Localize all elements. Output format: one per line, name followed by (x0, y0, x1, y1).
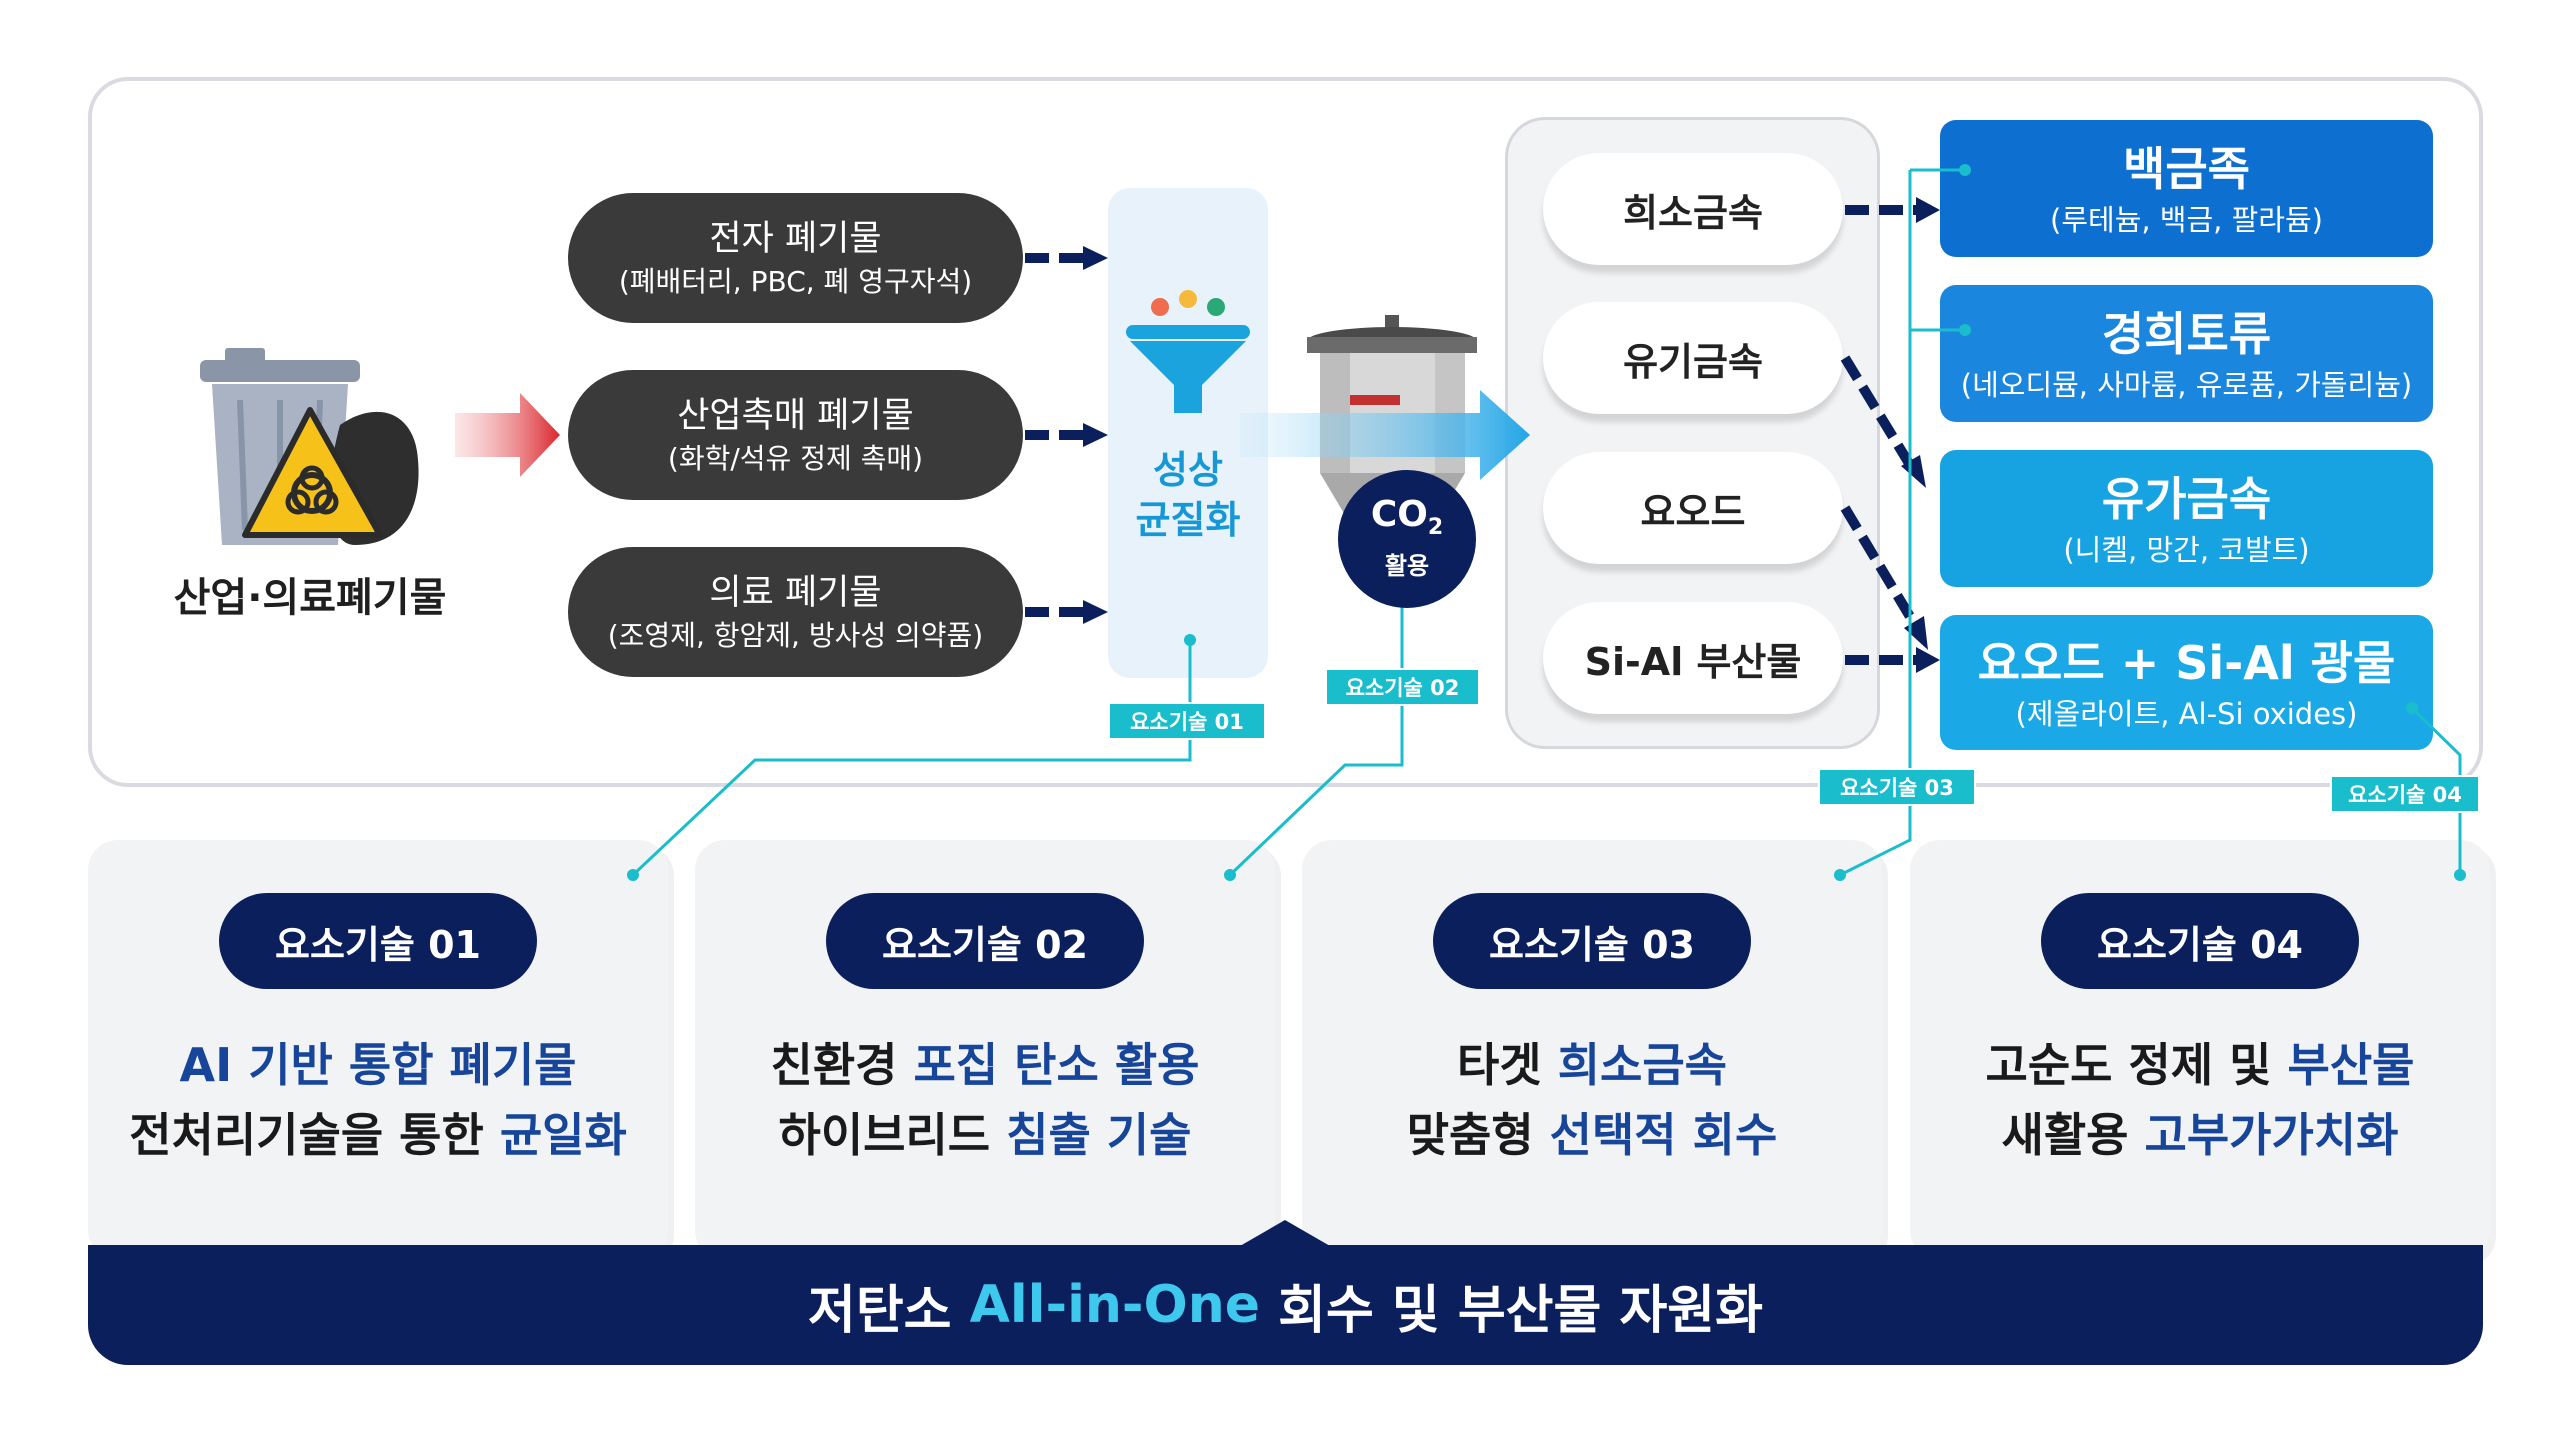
result-light-rare-earth: 경희토류 (네오디뮴, 사마륨, 유로퓸, 가돌리늄) (1940, 285, 2433, 422)
tag-tech-03: 요소기술 03 (1818, 768, 1976, 806)
card04-l2b: 고부가가치화 (2144, 1108, 2399, 1162)
metal-si-al: Si-Al 부산물 (1543, 602, 1843, 714)
homogenization-panel (1108, 188, 1268, 678)
card03-l1b: 희소금속 (1557, 1038, 1727, 1092)
co2-main-text: CO (1370, 494, 1428, 536)
summary-banner: 저탄소 All-in-One 회수 및 부산물 자원화 (88, 1245, 2483, 1365)
result-rare-earth-detail: (네오디뮴, 사마륨, 유로퓸, 가돌리늄) (1960, 367, 2413, 402)
card01-l2b: 균일화 (499, 1108, 627, 1162)
result-valuable-title: 유가금속 (2101, 471, 2272, 526)
waste-medical: 의료 폐기물 (조영제, 항암제, 방사성 의약품) (568, 547, 1023, 677)
metal-iodine: 요오드 (1543, 452, 1843, 564)
homogenization-line2: 균질화 (1135, 498, 1241, 542)
result-iodine-detail: (제올라이트, Al-Si oxides) (2015, 696, 2358, 731)
tech-card-04-badge: 요소기술 04 (2041, 893, 2359, 989)
tech-card-02-badge: 요소기술 02 (826, 893, 1144, 989)
waste-electronic-title: 전자 폐기물 (709, 219, 882, 259)
waste-medical-title: 의료 폐기물 (709, 573, 882, 613)
waste-catalyst: 산업촉매 폐기물 (화학/석유 정제 촉매) (568, 370, 1023, 500)
banner-accent: All-in-One (969, 1275, 1261, 1335)
result-iodine-title: 요오드 + Si-Al 광물 (1977, 635, 2396, 690)
tag-tech-04: 요소기술 04 (2330, 775, 2480, 813)
waste-medical-detail: (조영제, 항암제, 방사성 의약품) (607, 619, 984, 652)
waste-catalyst-title: 산업촉매 폐기물 (677, 396, 914, 436)
card02-l1b: 포집 탄소 활용 (913, 1038, 1200, 1092)
funnel-icon (1118, 285, 1258, 420)
waste-electronic: 전자 폐기물 (폐배터리, PBC, 폐 영구자석) (568, 193, 1023, 323)
metal-organic: 유기금속 (1543, 302, 1843, 414)
result-platinum-group: 백금족 (루테늄, 백금, 팔라듐) (1940, 120, 2433, 257)
card03-l2a: 맞춤형 (1406, 1108, 1550, 1162)
co2-label: 활용 (1384, 551, 1430, 580)
tech-card-03-badge: 요소기술 03 (1433, 893, 1751, 989)
result-platinum-detail: (루테늄, 백금, 팔라듐) (2050, 202, 2323, 237)
card02-l2a: 하이브리드 (778, 1108, 1007, 1162)
co2-utilization-badge: CO2 활용 (1338, 470, 1476, 608)
banner-pre: 저탄소 (807, 1280, 970, 1341)
metal-rare: 희소금속 (1543, 153, 1843, 265)
banner-post: 회수 및 부산물 자원화 (1260, 1280, 1763, 1341)
source-label: 산업·의료폐기물 (173, 575, 447, 621)
card02-l1a: 친환경 (770, 1038, 914, 1092)
result-iodine-minerals: 요오드 + Si-Al 광물 (제올라이트, Al-Si oxides) (1940, 615, 2433, 750)
card01-l1b: 통합 폐기물 (348, 1038, 577, 1092)
tech-card-01-badge: 요소기술 01 (219, 893, 537, 989)
card01-l1a: AI 기반 (179, 1038, 349, 1092)
tech-card-04-text: 고순도 정제 및 부산물 새활용 고부가가치화 (1910, 1030, 2490, 1170)
result-valuable-detail: (니켈, 망간, 코발트) (2063, 532, 2310, 567)
tag-tech-01: 요소기술 01 (1108, 702, 1266, 740)
tech-card-02-text: 친환경 포집 탄소 활용 하이브리드 침출 기술 (695, 1030, 1275, 1170)
result-rare-earth-title: 경희토류 (2101, 306, 2272, 361)
tag-tech-02: 요소기술 02 (1325, 668, 1480, 706)
waste-catalyst-detail: (화학/석유 정제 촉매) (667, 442, 924, 475)
tech-card-03-text: 타겟 희소금속 맞춤형 선택적 회수 (1302, 1030, 1882, 1170)
waste-electronic-detail: (폐배터리, PBC, 폐 영구자석) (618, 265, 973, 298)
card04-l1a: 고순도 정제 및 (1985, 1038, 2288, 1092)
card04-l2a: 새활용 (2001, 1108, 2145, 1162)
card02-l2b: 침출 기술 (1006, 1108, 1192, 1162)
banner-notch (1240, 1220, 1330, 1246)
card04-l1b: 부산물 (2287, 1038, 2415, 1092)
result-valuable-metals: 유가금속 (니켈, 망간, 코발트) (1940, 450, 2433, 587)
card03-l1a: 타겟 (1457, 1038, 1558, 1092)
co2-subscript: 2 (1427, 515, 1444, 541)
homogenization-label: 성상 균질화 (1108, 445, 1268, 545)
card01-l2a: 전처리기술을 통한 (129, 1108, 500, 1162)
tech-card-01-text: AI 기반 통합 폐기물 전처리기술을 통한 균일화 (88, 1030, 668, 1170)
biohazard-trash-bin-icon (190, 330, 430, 560)
card03-l2b: 선택적 회수 (1549, 1108, 1778, 1162)
homogenization-line1: 성상 (1153, 448, 1223, 492)
result-platinum-title: 백금족 (2123, 141, 2250, 196)
